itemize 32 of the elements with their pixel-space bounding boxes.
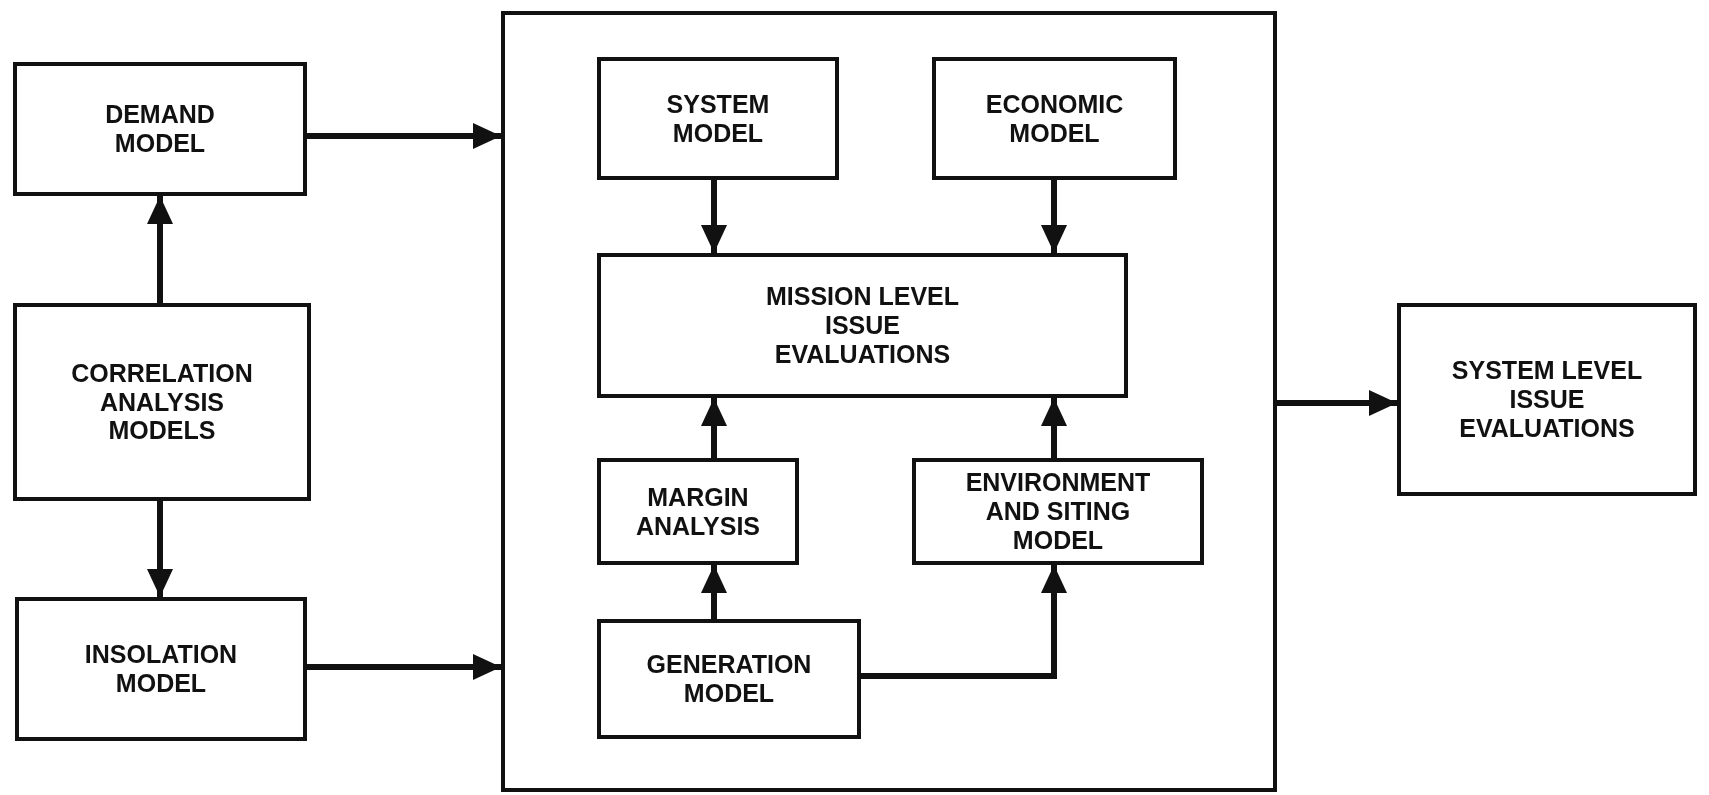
process-box bbox=[912, 458, 1204, 565]
box-label: SYSTEM MODEL bbox=[665, 88, 771, 149]
process-box bbox=[1397, 303, 1697, 496]
arrow bbox=[147, 196, 173, 303]
box-label: CORRELATION ANALYSIS MODELS bbox=[70, 357, 254, 447]
process-box bbox=[597, 57, 839, 180]
box-label: SYSTEM LEVEL ISSUE EVALUATIONS bbox=[1450, 355, 1644, 444]
arrow bbox=[307, 654, 501, 680]
box-label: INSOLATION MODEL bbox=[83, 639, 239, 699]
process-box bbox=[597, 619, 861, 739]
arrow bbox=[1041, 398, 1067, 458]
arrow bbox=[701, 565, 727, 619]
arrow bbox=[1277, 390, 1397, 416]
arrow bbox=[701, 398, 727, 458]
box-label: DEMAND MODEL bbox=[104, 99, 216, 159]
box-label: ENVIRONMENT AND SITING MODEL bbox=[964, 467, 1152, 556]
process-box bbox=[13, 303, 311, 501]
container-box bbox=[501, 11, 1277, 792]
process-box bbox=[932, 57, 1177, 180]
arrow bbox=[861, 565, 1067, 679]
process-box bbox=[597, 458, 799, 565]
box-label: MISSION LEVEL ISSUE EVALUATIONS bbox=[764, 281, 961, 370]
arrow bbox=[307, 123, 501, 149]
process-box bbox=[597, 253, 1128, 398]
arrow bbox=[147, 501, 173, 597]
arrow bbox=[701, 180, 727, 253]
process-box bbox=[15, 597, 307, 741]
box-label: ECONOMIC MODEL bbox=[984, 88, 1125, 149]
arrow bbox=[1041, 180, 1067, 253]
process-box bbox=[13, 62, 307, 196]
box-label: GENERATION MODEL bbox=[645, 649, 813, 709]
box-label: MARGIN ANALYSIS bbox=[634, 481, 762, 542]
